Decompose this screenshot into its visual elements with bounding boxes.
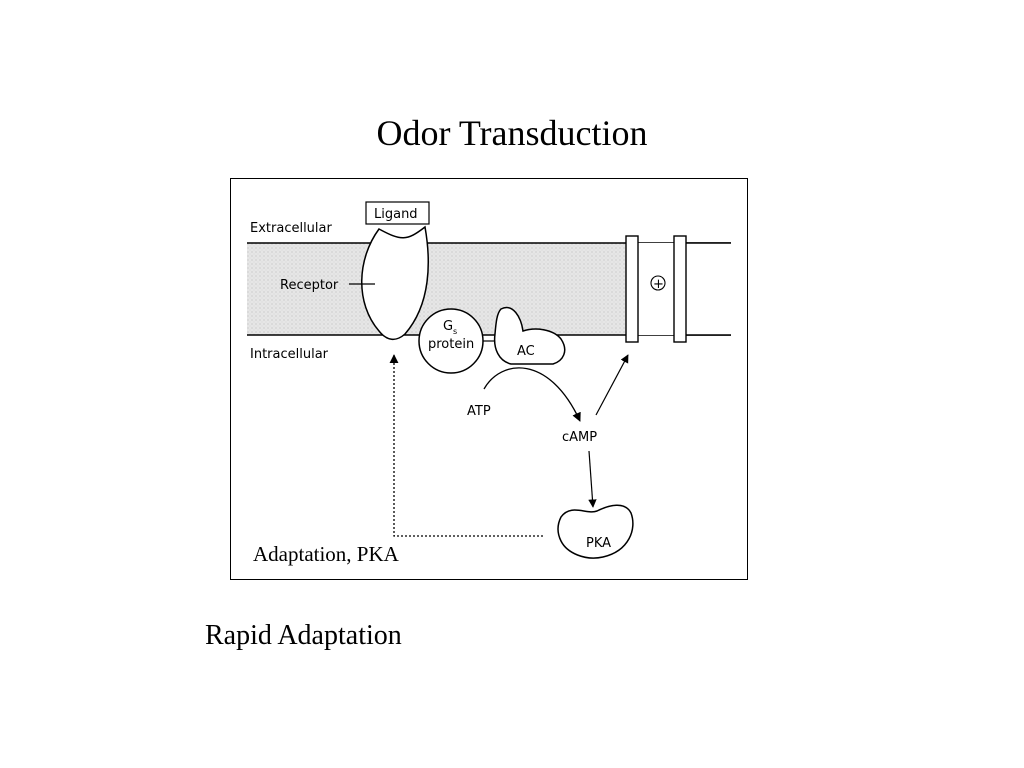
adaptation-label: Adaptation, PKA xyxy=(253,542,400,566)
cation-circle xyxy=(650,275,666,291)
ligand-label: Ligand xyxy=(374,207,418,222)
cation-sign: + xyxy=(653,277,664,292)
pka-enzyme-shape xyxy=(557,504,634,559)
transduction-diagram: Extracellular Intracellular Ligand Recep… xyxy=(230,178,748,580)
channel-left-wall xyxy=(625,235,639,343)
gs-protein-subscript: s xyxy=(453,327,457,336)
ligand-box xyxy=(365,201,430,225)
pka-feedback-arrow xyxy=(389,354,543,537)
camp-to-pka-arrow xyxy=(588,450,597,508)
ac-label: AC xyxy=(517,344,535,359)
atp-label: ATP xyxy=(467,404,491,419)
atp-to-camp-arrow xyxy=(483,367,581,422)
diagram-canvas: Extracellular Intracellular Ligand Recep… xyxy=(247,201,731,566)
receptor-shape xyxy=(361,225,429,340)
gs-protein-label: protein xyxy=(428,337,474,352)
slide-subtitle: Rapid Adaptation xyxy=(205,620,402,651)
camp-to-channel-arrow xyxy=(595,354,629,416)
intracellular-label: Intracellular xyxy=(250,347,329,362)
channel-right-fill xyxy=(686,243,731,335)
ac-enzyme-shape xyxy=(493,306,566,365)
extracellular-label: Extracellular xyxy=(250,221,333,236)
gs-protein-g-label: G xyxy=(443,319,453,334)
camp-label: cAMP xyxy=(562,430,597,445)
receptor-label: Receptor xyxy=(280,278,339,293)
slide-title: Odor Transduction xyxy=(376,113,648,153)
channel-right-wall xyxy=(673,235,687,343)
pka-label: PKA xyxy=(586,536,611,551)
